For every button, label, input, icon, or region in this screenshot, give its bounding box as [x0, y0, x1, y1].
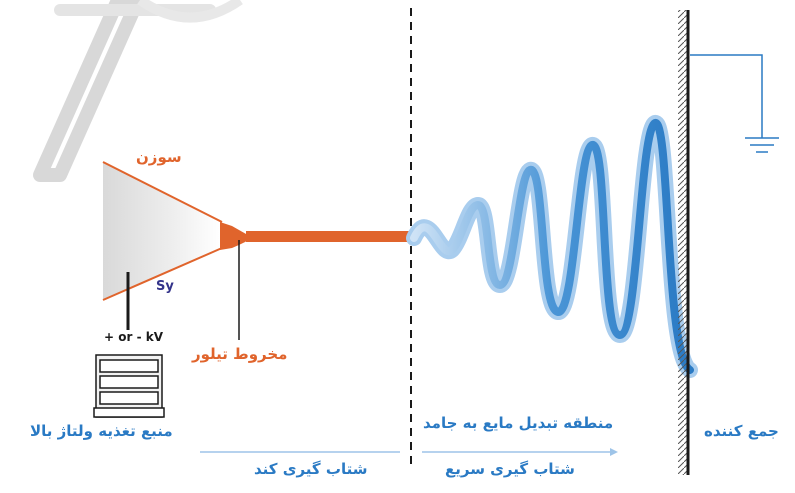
needle-body: [103, 162, 220, 300]
syringe-fragment-label: Sy: [156, 279, 174, 294]
taylor-cone: [220, 222, 248, 250]
slow-acceleration-label: شتاب گیری کند: [254, 460, 368, 478]
fast-acceleration-arrowhead: [610, 448, 618, 456]
collector-label: جمع کننده: [704, 422, 779, 440]
needle-upper-edge: [102, 161, 223, 223]
voltage-label: + or - kV: [104, 330, 163, 344]
needle-lower-edge: [102, 247, 223, 301]
power-supply-label: منبع تغذیه ولتاژ بالا: [30, 422, 173, 440]
ground-icon: [690, 54, 779, 153]
straight-jet: [246, 231, 412, 242]
watermark-shape: [33, 0, 243, 182]
fast-acceleration-label: شتاب گیری سریع: [445, 460, 575, 478]
collector-hatch: [678, 10, 687, 475]
transition-zone-label: منطقه تبدیل مایع به جامد: [423, 414, 614, 432]
whipping-fiber: [406, 114, 698, 378]
needle-label: سوزن: [136, 148, 182, 166]
taylor-cone-label: مخروط تیلور: [192, 345, 288, 363]
power-supply-box: [93, 354, 165, 418]
